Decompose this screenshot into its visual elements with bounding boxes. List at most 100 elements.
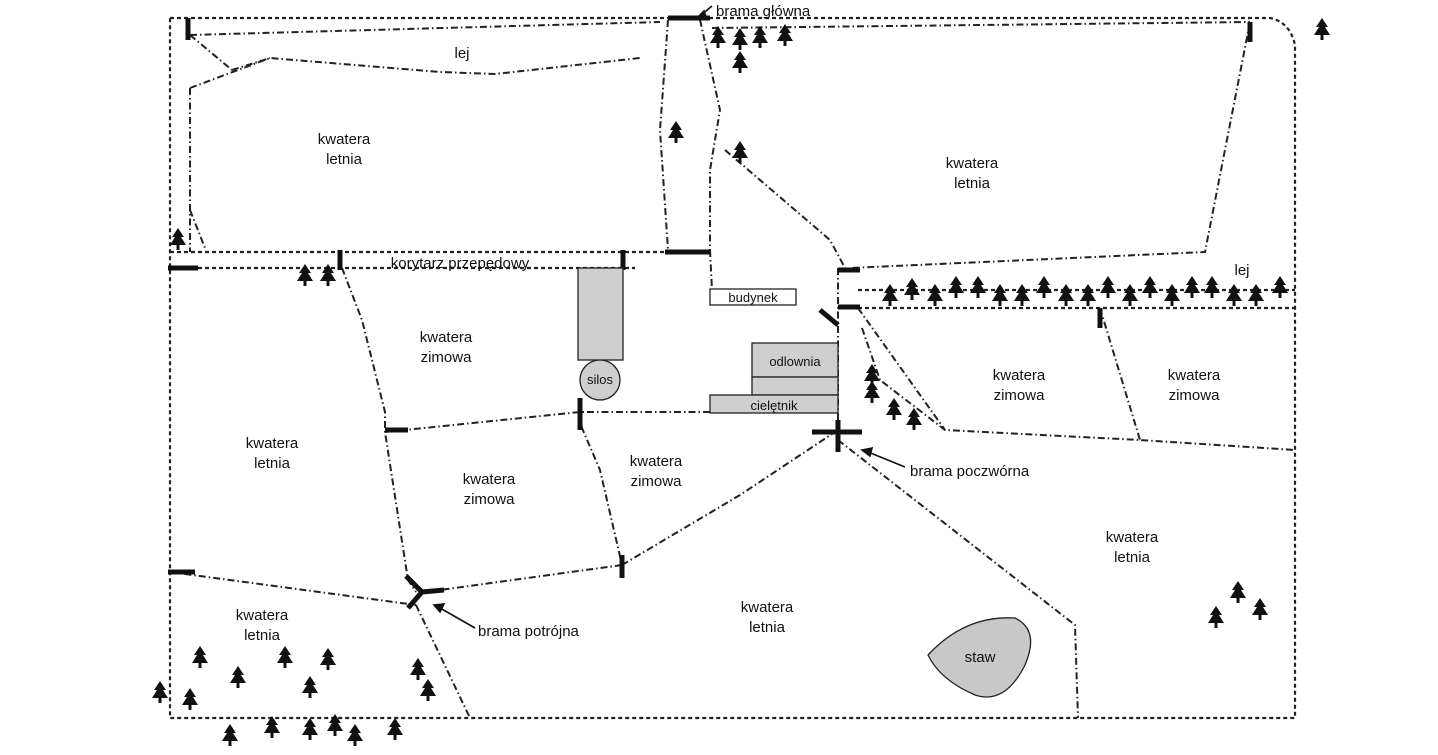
conifer-tree-icon bbox=[320, 264, 336, 286]
conifer-tree-icon bbox=[1058, 284, 1074, 306]
arrows bbox=[432, 5, 906, 629]
odlownia-lower bbox=[751, 376, 839, 396]
conifer-tree-icon bbox=[1164, 284, 1180, 306]
paddock-label-4: kwatera zimowa bbox=[993, 367, 1046, 404]
tree-group bbox=[152, 18, 1330, 746]
silo-circle bbox=[579, 359, 621, 401]
conifer-tree-icon bbox=[1014, 284, 1030, 306]
svg-text:kwatera: kwatera bbox=[993, 367, 1046, 384]
svg-text:zimowa: zimowa bbox=[464, 491, 516, 508]
conifer-tree-icon bbox=[297, 264, 313, 286]
conifer-tree-icon bbox=[668, 121, 684, 143]
svg-text:kwatera: kwatera bbox=[318, 131, 371, 148]
conifer-tree-icon bbox=[170, 228, 186, 250]
conifer-tree-icon bbox=[277, 646, 293, 668]
paddock-label-1: kwatera letnia bbox=[318, 131, 371, 168]
conifer-tree-icon bbox=[1314, 18, 1330, 40]
svg-text:zimowa: zimowa bbox=[631, 473, 683, 490]
conifer-tree-icon bbox=[222, 724, 238, 746]
conifer-tree-icon bbox=[1272, 276, 1288, 298]
conifer-tree-icon bbox=[264, 716, 280, 738]
conifer-tree-icon bbox=[1204, 276, 1220, 298]
conifer-tree-icon bbox=[192, 646, 208, 668]
conifer-tree-icon bbox=[1252, 598, 1268, 620]
conifer-tree-icon bbox=[1184, 276, 1200, 298]
funnel-top-left bbox=[189, 34, 271, 249]
conifer-tree-icon bbox=[387, 718, 403, 740]
paddock-label-11: kwatera letnia bbox=[741, 599, 794, 636]
svg-text:letnia: letnia bbox=[1114, 549, 1151, 566]
label-odlownia: odlownia bbox=[769, 354, 821, 369]
paddock-winter-mid-boundary bbox=[384, 411, 839, 591]
svg-text:letnia: letnia bbox=[254, 455, 291, 472]
conifer-tree-icon bbox=[752, 26, 768, 48]
svg-text:letnia: letnia bbox=[749, 619, 786, 636]
lane-budynek bbox=[709, 249, 713, 291]
conifer-tree-icon bbox=[320, 648, 336, 670]
paddock-label-5: kwatera zimowa bbox=[1168, 367, 1221, 404]
paddock-label-8: kwatera zimowa bbox=[630, 453, 683, 490]
odlownia-building bbox=[751, 342, 839, 378]
conifer-tree-icon bbox=[777, 24, 793, 46]
conifer-tree-icon bbox=[302, 718, 318, 740]
svg-text:letnia: letnia bbox=[326, 151, 363, 168]
conifer-tree-icon bbox=[1226, 284, 1242, 306]
label-lej-right: lej bbox=[1234, 262, 1249, 279]
conifer-tree-icon bbox=[882, 284, 898, 306]
conifer-tree-icon bbox=[1080, 284, 1096, 306]
svg-text:kwatera: kwatera bbox=[741, 599, 794, 616]
paddock-bottom-boundary bbox=[415, 439, 1079, 719]
conifer-tree-icon bbox=[1142, 276, 1158, 298]
entrance-lane bbox=[658, 19, 722, 251]
svg-text:kwatera: kwatera bbox=[420, 329, 473, 346]
conifer-tree-icon bbox=[1248, 284, 1264, 306]
svg-text:letnia: letnia bbox=[244, 627, 281, 644]
label-budynek: budynek bbox=[728, 290, 778, 305]
conifer-tree-icon bbox=[1036, 276, 1052, 298]
conifer-tree-icon bbox=[1122, 284, 1138, 306]
conifer-tree-icon bbox=[347, 724, 363, 746]
svg-text:kwatera: kwatera bbox=[1106, 529, 1159, 546]
conifer-tree-icon bbox=[1230, 581, 1246, 603]
svg-text:kwatera: kwatera bbox=[1168, 367, 1221, 384]
paddock-label-6: kwatera letnia bbox=[246, 435, 299, 472]
conifer-tree-icon bbox=[970, 276, 986, 298]
svg-text:kwatera: kwatera bbox=[463, 471, 516, 488]
gates bbox=[168, 15, 1253, 610]
conifer-tree-icon bbox=[302, 676, 318, 698]
cieletnik-building bbox=[709, 394, 839, 414]
svg-text:zimowa: zimowa bbox=[421, 349, 473, 366]
silo-building bbox=[577, 267, 624, 361]
conifer-tree-icon bbox=[732, 141, 748, 163]
paddock-label-2: kwatera letnia bbox=[946, 155, 999, 192]
svg-text:kwatera: kwatera bbox=[246, 435, 299, 452]
conifer-tree-icon bbox=[732, 51, 748, 73]
label-staw: staw bbox=[965, 649, 996, 666]
funnel-strip-right bbox=[858, 288, 1295, 310]
conifer-tree-icon bbox=[906, 408, 922, 430]
label-korytarz: korytarz przepędowy bbox=[391, 255, 530, 272]
paddock-top-left-boundary bbox=[189, 21, 661, 252]
paddock-label-10: kwatera letnia bbox=[236, 607, 289, 644]
conifer-tree-icon bbox=[152, 681, 168, 703]
label-brama-poczworna: brama poczwórna bbox=[910, 463, 1030, 480]
conifer-tree-icon bbox=[904, 278, 920, 300]
paddock-label-9: kwatera letnia bbox=[1106, 529, 1159, 566]
paddock-winter-right-boundary bbox=[857, 307, 1296, 451]
conifer-tree-icon bbox=[230, 666, 246, 688]
conifer-tree-icon bbox=[410, 658, 426, 680]
trees bbox=[152, 18, 1330, 746]
label-cieletnik: cielętnik bbox=[751, 398, 798, 413]
conifer-tree-icon bbox=[182, 688, 198, 710]
paddock-label-3: kwatera zimowa bbox=[420, 329, 473, 366]
label-lej-top: lej bbox=[454, 45, 469, 62]
svg-text:kwatera: kwatera bbox=[236, 607, 289, 624]
svg-text:kwatera: kwatera bbox=[946, 155, 999, 172]
conifer-tree-icon bbox=[864, 381, 880, 403]
paddock-label-7: kwatera zimowa bbox=[463, 471, 516, 508]
conifer-tree-icon bbox=[1208, 606, 1224, 628]
svg-text:kwatera: kwatera bbox=[630, 453, 683, 470]
svg-text:zimowa: zimowa bbox=[1169, 387, 1221, 404]
label-brama-potrojna: brama potrójna bbox=[478, 623, 580, 640]
